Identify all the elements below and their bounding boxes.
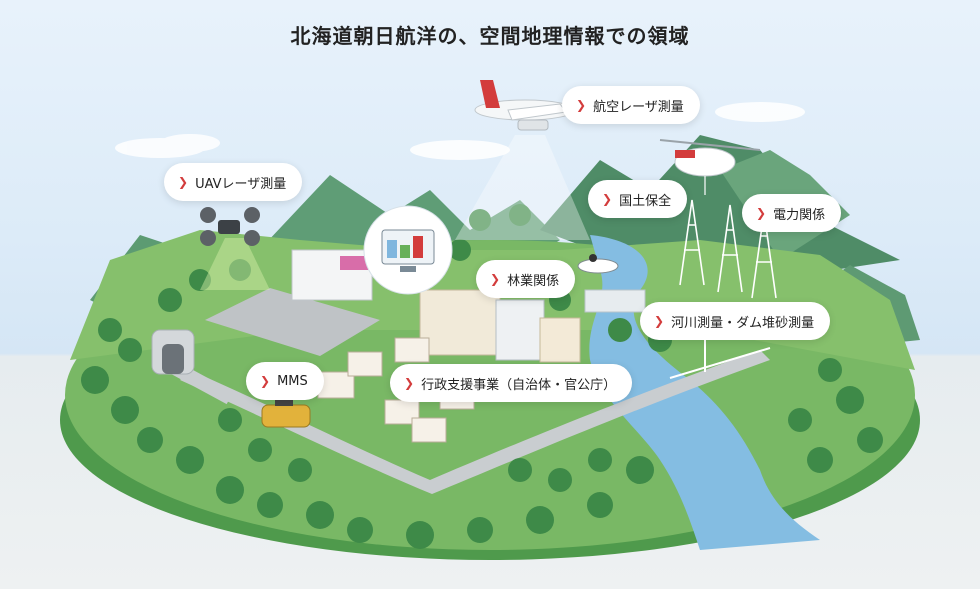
uav-laser-beam: [200, 238, 270, 290]
power-towers: [679, 199, 777, 299]
label-power[interactable]: ❯ 電力関係: [742, 194, 842, 232]
label-admin-support[interactable]: ❯ 行政支援事業（自治体・官公庁）: [390, 364, 633, 402]
parking-lot: [205, 288, 380, 356]
label-land-conservation[interactable]: ❯ 国土保全: [588, 180, 688, 218]
dam: [584, 289, 646, 313]
helicopter: [659, 139, 761, 195]
boat: [577, 254, 619, 274]
label-text: MMS: [277, 373, 308, 389]
chevron-right-icon: ❯: [576, 98, 587, 112]
analysis-bubble: [363, 205, 453, 295]
bridge: [669, 340, 771, 379]
clouds: [115, 102, 805, 160]
chevron-right-icon: ❯: [654, 314, 665, 328]
chevron-right-icon: ❯: [490, 272, 501, 286]
chevron-right-icon: ❯: [178, 175, 189, 189]
airplane: [474, 80, 576, 131]
chevron-right-icon: ❯: [756, 206, 767, 220]
chevron-right-icon: ❯: [404, 376, 415, 390]
buildings: [291, 249, 581, 363]
chevron-right-icon: ❯: [260, 374, 271, 388]
label-river-dam[interactable]: ❯ 河川測量・ダム堆砂測量: [640, 302, 831, 340]
label-uav-laser[interactable]: ❯ UAVレーザ測量: [164, 163, 303, 201]
label-text: 航空レーザ測量: [593, 99, 684, 115]
label-text: 林業関係: [507, 273, 560, 289]
label-text: UAVレーザ測量: [195, 176, 287, 192]
aerial-laser-beam: [455, 135, 590, 240]
label-forestry[interactable]: ❯ 林業関係: [476, 260, 576, 298]
page-title: 北海道朝日航洋の、空間地理情報での領域: [290, 24, 690, 48]
drone: [200, 207, 260, 246]
label-text: 河川測量・ダム堆砂測量: [671, 315, 815, 331]
label-aerial-laser[interactable]: ❯ 航空レーザ測量: [562, 86, 700, 124]
label-text: 行政支援事業（自治体・官公庁）: [421, 377, 617, 393]
mms-car: [261, 398, 311, 428]
chevron-right-icon: ❯: [602, 192, 613, 206]
label-text: 電力関係: [773, 207, 826, 223]
label-mms[interactable]: ❯ MMS: [246, 362, 324, 400]
trees: [81, 204, 883, 549]
label-text: 国土保全: [619, 193, 672, 209]
